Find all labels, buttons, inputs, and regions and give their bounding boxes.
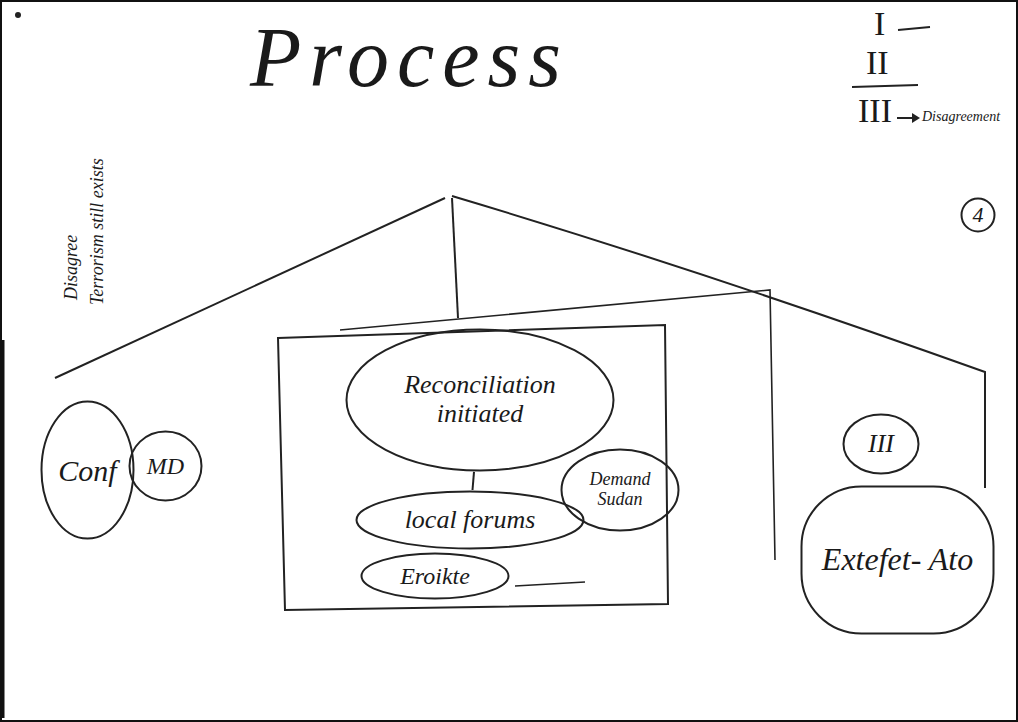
outline-stroke	[357, 492, 584, 549]
arrow-line	[897, 117, 914, 119]
group-box	[278, 325, 668, 610]
dash-mark	[898, 27, 930, 30]
outline-stroke	[42, 402, 134, 539]
outline-stroke	[844, 415, 919, 474]
node-text: III	[868, 430, 894, 459]
roman-numeral: I	[874, 5, 885, 42]
roman-numeral: II	[866, 44, 889, 81]
side-note: Disagree	[62, 235, 82, 300]
connector-line	[472, 472, 474, 490]
outline-stroke	[362, 554, 509, 599]
group-box-line	[340, 290, 775, 560]
arrow-head	[912, 113, 920, 123]
page-title: Process	[250, 12, 569, 104]
branch-line	[452, 198, 458, 318]
outline-stroke	[347, 330, 614, 471]
side-note: Terrorism still exists	[88, 158, 108, 305]
margin-note: Disagreement	[922, 109, 1000, 124]
branch-line	[452, 196, 985, 488]
node-text: local forums	[405, 506, 536, 535]
outline-stroke	[962, 199, 995, 232]
underline-mark	[852, 85, 918, 87]
node-text: Reconciliation initiated	[386, 371, 575, 428]
topic-circle: MD	[128, 430, 203, 502]
node-text: Conf	[58, 454, 116, 487]
scribble-line	[515, 582, 585, 586]
topic-circle: Conf	[40, 400, 135, 540]
node-text: Extefet- Ato	[822, 542, 973, 577]
ink-dot	[15, 12, 21, 18]
node-text: Eroikte	[400, 563, 470, 589]
node-text: 4	[973, 203, 984, 227]
branch-line	[55, 198, 445, 378]
outline-stroke	[562, 450, 679, 531]
scan-edge	[0, 340, 5, 718]
node-text: MD	[147, 453, 184, 479]
topic-ellipse: Eroikte	[360, 552, 510, 600]
topic-oval: Extefet- Ato	[800, 485, 995, 635]
outline-stroke	[130, 432, 202, 501]
topic-ellipse: Demand Sudan	[560, 448, 680, 532]
numeral-circle: III	[842, 413, 920, 475]
process-ellipse: Reconciliation initiated	[345, 328, 615, 472]
node-text: Demand Sudan	[577, 470, 663, 510]
circled-number: 4	[960, 197, 996, 233]
roman-numeral: III	[858, 92, 892, 129]
topic-ellipse: local forums	[355, 490, 585, 550]
outline-stroke	[802, 487, 994, 634]
